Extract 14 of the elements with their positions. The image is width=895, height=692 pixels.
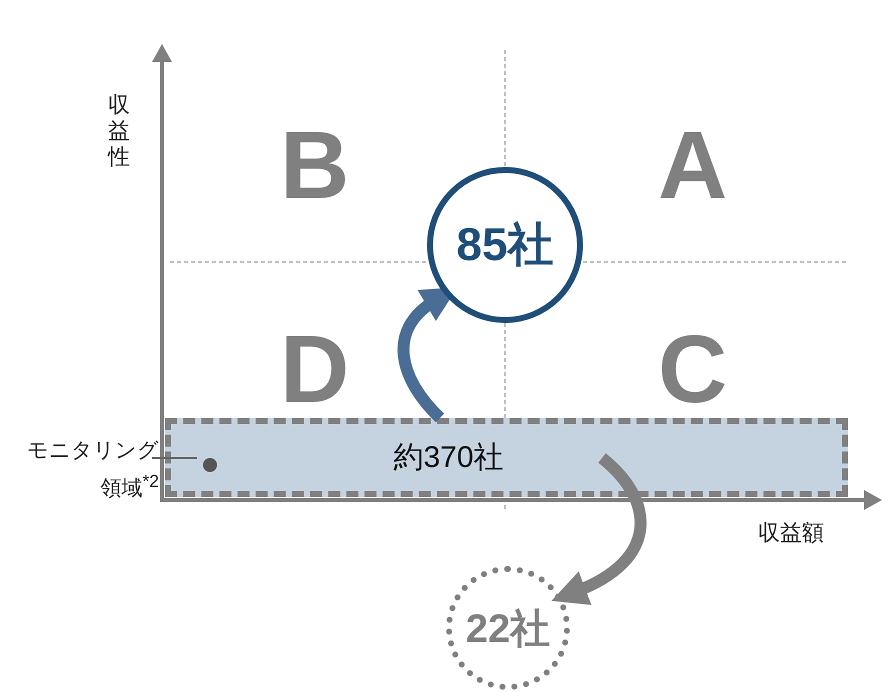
axis-title: 収益性: [108, 92, 131, 170]
quadrant-letter: A: [658, 118, 728, 214]
quadrant-letter: D: [280, 322, 350, 418]
region-label: モニタリング領域$^{*2}$: [26, 438, 159, 502]
count-text: 22社: [466, 606, 550, 652]
count-text: 85社: [456, 217, 554, 272]
quadrant-letter: C: [658, 322, 728, 418]
leader-line: [152, 457, 197, 459]
count-text: 約370社: [393, 440, 504, 476]
leader-dot: [203, 458, 217, 472]
axis-title: 収益額: [758, 519, 824, 547]
monitoring-band: [165, 418, 848, 497]
count-circle: [446, 566, 570, 690]
quadrant-letter: B: [280, 118, 350, 214]
